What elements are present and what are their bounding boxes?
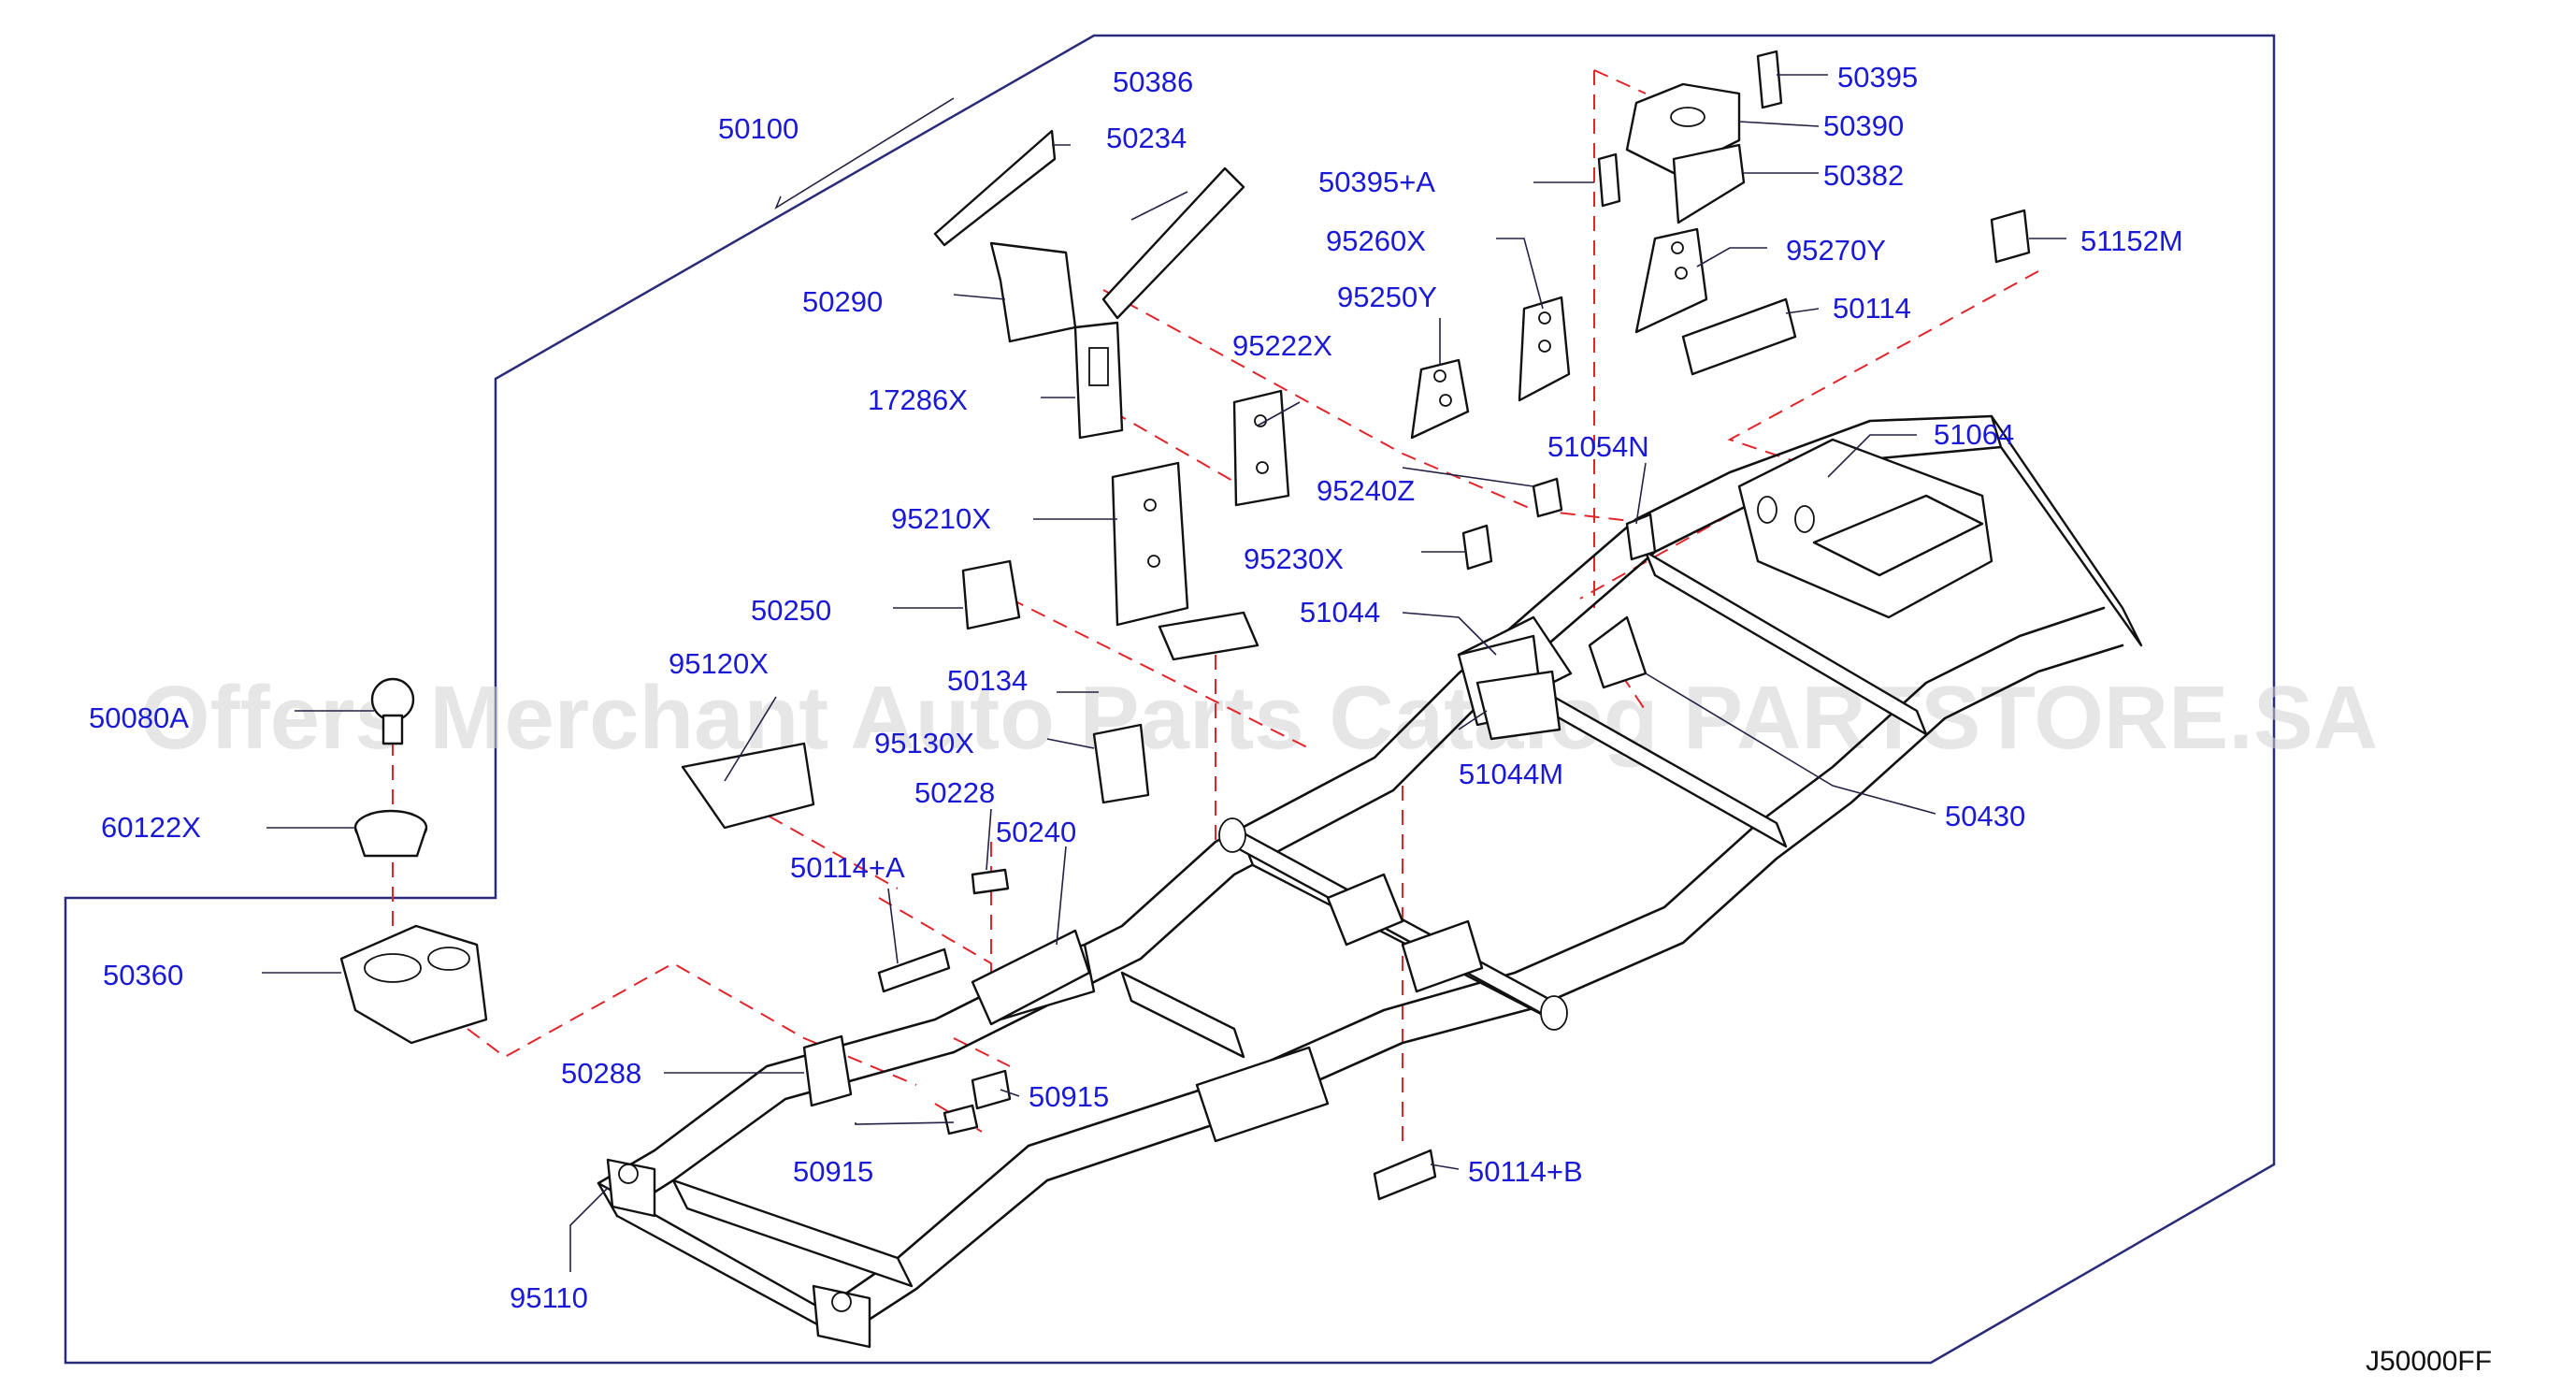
callout-50395-A: 50395+A — [1318, 166, 1435, 198]
callout-95222X: 95222X — [1232, 329, 1332, 362]
callout-95260X: 95260X — [1326, 224, 1426, 257]
callout-50382: 50382 — [1823, 159, 1904, 192]
watermark-text: Offers Merchant Auto Parts Catalog PARTS… — [140, 668, 2378, 768]
callout-50390: 50390 — [1823, 109, 1904, 142]
callout-50234: 50234 — [1106, 122, 1187, 154]
callout-51044M: 51044M — [1459, 758, 1563, 790]
callout-50240: 50240 — [996, 816, 1076, 848]
callout-50100: 50100 — [718, 112, 799, 145]
callout-50134: 50134 — [947, 664, 1028, 697]
callout-51152M: 51152M — [2080, 224, 2183, 257]
callout-50430: 50430 — [1945, 800, 2025, 832]
callout-50250: 50250 — [751, 594, 831, 627]
callout-95130X: 95130X — [874, 727, 974, 759]
callout-95110: 95110 — [510, 1281, 588, 1314]
callout-51064: 51064 — [1934, 418, 2014, 451]
callout-95120X: 95120X — [669, 647, 769, 680]
callout-95270Y: 95270Y — [1786, 234, 1886, 267]
alignment-lines — [392, 69, 2039, 1141]
callout-51054N: 51054N — [1547, 430, 1649, 463]
callout-50395: 50395 — [1837, 61, 1918, 94]
callout-50114-A: 50114+A — [790, 851, 905, 884]
callout-95240Z: 95240Z — [1317, 474, 1415, 507]
callout-50288: 50288 — [561, 1057, 641, 1090]
callout-95230X: 95230X — [1244, 542, 1344, 575]
callout-51044: 51044 — [1300, 596, 1380, 629]
callout-50290: 50290 — [802, 285, 883, 318]
callout-50915-upper: 50915 — [1029, 1080, 1109, 1113]
callout-50360: 50360 — [103, 959, 183, 991]
callout-50080A: 50080A — [89, 701, 189, 734]
callout-50386: 50386 — [1113, 65, 1193, 98]
main-ladder-frame — [597, 414, 2143, 1349]
callout-labels: 50100 50386 50234 50290 17286X 95222X 95… — [89, 61, 2183, 1314]
drawing-code: J50000FF — [2366, 1346, 2492, 1377]
callout-50114: 50114 — [1833, 292, 1911, 325]
leader-lines — [262, 74, 2066, 1272]
component-parts — [339, 50, 2031, 1201]
callout-95210X: 95210X — [891, 502, 991, 535]
callout-17286X: 17286X — [868, 383, 968, 416]
callout-50114-B: 50114+B — [1468, 1155, 1583, 1188]
callout-60122X: 60122X — [101, 811, 201, 844]
callout-50915-lower: 50915 — [793, 1155, 873, 1188]
callout-95250Y: 95250Y — [1337, 281, 1437, 313]
diagram-boundary-frame — [64, 34, 2276, 1365]
callout-50228: 50228 — [914, 776, 995, 809]
